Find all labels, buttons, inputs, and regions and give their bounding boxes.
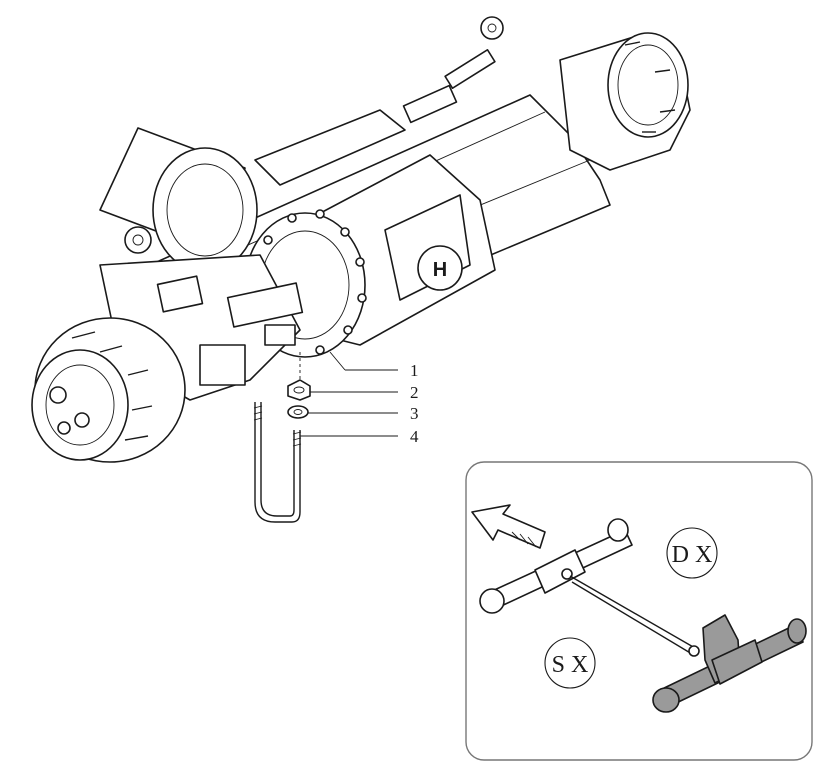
direction-arrow-icon <box>471 504 546 549</box>
callout-2: 2 <box>410 383 419 402</box>
left-wheel-hub <box>31 317 186 463</box>
nut <box>287 379 311 401</box>
u-bolt <box>253 402 302 523</box>
washer <box>287 405 309 419</box>
inset-detail: D X S X <box>465 461 813 761</box>
mounting-flange <box>99 127 258 273</box>
badge-right: D X <box>666 527 718 579</box>
callout-1: 1 <box>410 361 419 380</box>
inset-front-shaft <box>479 518 633 614</box>
differential-housing: H <box>244 154 496 358</box>
brand-logo-icon: H <box>433 259 447 281</box>
axle-assembly: H <box>31 16 691 463</box>
inset-rear-shaft <box>652 614 807 713</box>
callout-3: 3 <box>410 404 419 423</box>
callout-4: 4 <box>410 427 419 446</box>
svg-text:D X: D X <box>672 542 713 568</box>
inset-frame <box>465 461 813 761</box>
svg-text:S X: S X <box>552 652 589 678</box>
badge-left: S X <box>544 637 596 689</box>
steering-cylinder <box>254 16 504 186</box>
right-wheel-hub <box>559 32 691 171</box>
callout-leaders <box>300 351 398 437</box>
